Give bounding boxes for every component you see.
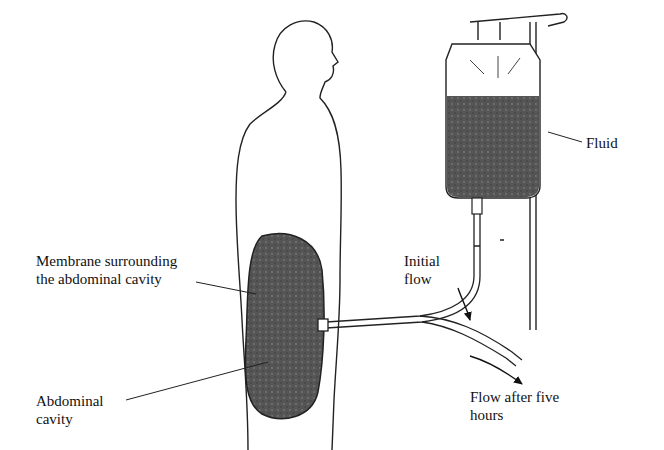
leader-line [126,362,268,400]
flow-label: Initial flow [404,252,462,288]
tubing [318,214,522,366]
initial-flow-arrow [458,288,470,320]
cavity-label: Abdominal cavity [36,392,126,428]
flow-label: Flow after five hours [470,388,570,424]
abdominal-cavity-shape [245,234,324,419]
fluid-label: Fluid [586,134,656,152]
outflow-arrow [470,356,522,384]
leader-line [548,132,582,142]
body-outline [236,21,341,450]
iv-bag [446,44,540,214]
leader-line [196,282,256,294]
membrane-label: Membrane surrounding the abdominal cavit… [36,252,196,288]
